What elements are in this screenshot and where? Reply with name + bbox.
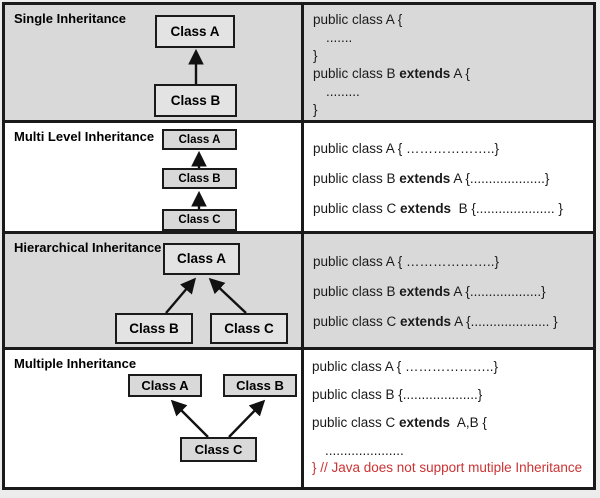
code-text: public class C bbox=[313, 201, 401, 217]
code-line: public class B extends A {..............… bbox=[313, 170, 589, 187]
code-line: ....... bbox=[313, 29, 589, 46]
row-multiple-inheritance: Multiple Inheritance Class A Class B Cla… bbox=[5, 350, 593, 487]
class-box-b: Class B bbox=[154, 84, 237, 117]
code-text: public class B bbox=[313, 283, 400, 299]
code-text: } bbox=[313, 48, 318, 63]
class-box-a: Class A bbox=[162, 129, 237, 151]
code-line: public class B extends A {..............… bbox=[313, 283, 589, 300]
row-label: Hierarchical Inheritance bbox=[14, 239, 162, 255]
multiple-inheritance-diagram: Multiple Inheritance Class A Class B Cla… bbox=[5, 350, 301, 487]
arrow-c-to-a bbox=[208, 277, 247, 314]
row-hierarchical-inheritance: Hierarchical Inheritance Class A Class B… bbox=[5, 233, 593, 350]
inheritance-table: Single Inheritance Class A Class B publi… bbox=[2, 2, 596, 490]
code-text: A,B { bbox=[450, 415, 487, 430]
code-text: public class C bbox=[312, 415, 400, 430]
code-text: public class C bbox=[313, 313, 401, 329]
arrow-c-to-b bbox=[228, 399, 266, 438]
code-text: ......... bbox=[326, 84, 360, 99]
single-inheritance-code-panel: public class A {.......} public class B e… bbox=[301, 5, 593, 121]
multi-level-inheritance-code-panel: public class A { ………………..} public class B… bbox=[301, 123, 593, 231]
multi-level-inheritance-diagram: Multi Level Inheritance Class A Class B … bbox=[5, 123, 301, 232]
row-multi-level-inheritance: Multi Level Inheritance Class A Class B … bbox=[5, 123, 593, 234]
multiple-inheritance-code-panel: public class A { ………………..} public class B… bbox=[301, 350, 593, 487]
arrow-c-to-a bbox=[170, 399, 209, 438]
class-box-c: Class C bbox=[180, 437, 257, 462]
code-text: A {....................} bbox=[450, 171, 550, 187]
code-text: A { bbox=[450, 66, 470, 81]
code-text: } // Java does not support mutiple Inher… bbox=[312, 460, 583, 475]
code-line: public class C extends A {..............… bbox=[313, 313, 589, 330]
class-box-c: Class C bbox=[210, 312, 288, 344]
row-single-inheritance: Single Inheritance Class A Class B publi… bbox=[5, 5, 593, 124]
class-box-b: Class B bbox=[115, 312, 193, 344]
code-text: public class A { bbox=[313, 12, 403, 27]
code-block: public class A {.......} public class B e… bbox=[304, 5, 593, 118]
class-box-a: Class A bbox=[155, 15, 235, 48]
single-inheritance-diagram: Single Inheritance Class A Class B bbox=[5, 5, 301, 120]
code-text: public class A { ………………..} bbox=[313, 141, 500, 157]
row-label: Multiple Inheritance bbox=[14, 356, 137, 371]
code-line: ..................... bbox=[312, 442, 589, 459]
class-box-b: Class B bbox=[223, 374, 297, 397]
code-line: public class B extends A { bbox=[313, 65, 589, 82]
code-text: A {..................... } bbox=[451, 313, 558, 329]
code-text: A {...................} bbox=[450, 283, 546, 299]
keyword-extends: extends bbox=[399, 171, 451, 187]
code-line: ......... bbox=[313, 83, 589, 100]
code-text: B {..................... } bbox=[451, 201, 563, 217]
code-line: public class A { ………………..} bbox=[312, 358, 589, 375]
class-box-a: Class A bbox=[128, 374, 202, 397]
class-box-b: Class B bbox=[162, 168, 237, 190]
keyword-extends: extends bbox=[399, 66, 451, 81]
code-text: public class A { ………………..} bbox=[312, 359, 499, 374]
code-line: public class A { ………………..} bbox=[313, 140, 589, 157]
code-text: public class A { ………………..} bbox=[313, 253, 500, 269]
code-block: public class A { ………………..} public class B… bbox=[304, 123, 593, 217]
code-line: public class B {....................} bbox=[312, 386, 589, 403]
row-label: Multi Level Inheritance bbox=[14, 129, 155, 145]
hierarchical-inheritance-diagram: Hierarchical Inheritance Class A Class B… bbox=[5, 234, 301, 347]
code-text: ..................... bbox=[325, 443, 404, 458]
hierarchical-inheritance-code-panel: public class A { ………………..} public class B… bbox=[301, 233, 593, 347]
code-text: public class B bbox=[313, 171, 400, 187]
arrow-b-to-a bbox=[165, 277, 197, 314]
keyword-extends: extends bbox=[400, 313, 452, 329]
code-block: public class A { ………………..} public class B… bbox=[304, 350, 593, 476]
code-text: public class B {....................} bbox=[312, 387, 483, 402]
code-text: ....... bbox=[326, 30, 353, 45]
code-line: } bbox=[313, 101, 589, 118]
code-line: public class A { bbox=[313, 11, 589, 28]
code-line: public class A { ………………..} bbox=[313, 253, 589, 270]
code-text: } bbox=[313, 102, 318, 117]
code-line: } // Java does not support mutiple Inher… bbox=[312, 459, 589, 476]
class-box-c: Class C bbox=[162, 209, 237, 232]
code-line: public class C extends A,B { bbox=[312, 414, 589, 431]
keyword-extends: extends bbox=[400, 201, 452, 217]
code-block: public class A { ………………..} public class B… bbox=[304, 234, 593, 330]
keyword-extends: extends bbox=[399, 415, 451, 430]
class-box-a: Class A bbox=[163, 242, 240, 275]
code-text: public class B bbox=[313, 66, 400, 81]
row-label: Single Inheritance bbox=[14, 11, 126, 26]
code-line: } bbox=[313, 47, 589, 64]
keyword-extends: extends bbox=[399, 283, 451, 299]
code-line: public class C extends B {..............… bbox=[313, 200, 589, 217]
